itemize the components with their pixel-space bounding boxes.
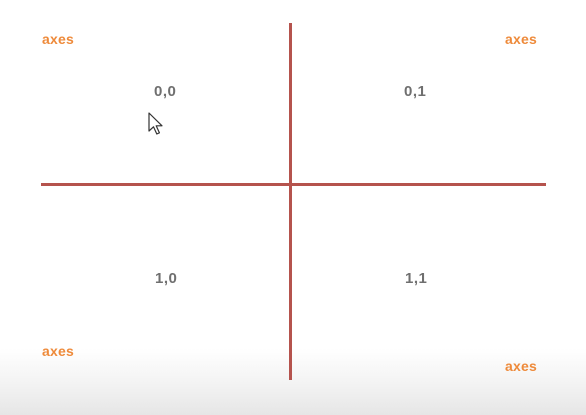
cell-label-0-0: 0,0 <box>154 83 177 100</box>
horizontal-divider <box>41 183 546 186</box>
corner-label-bottom-left: axes <box>42 343 74 359</box>
cell-label-1-0: 1,0 <box>155 270 178 287</box>
corner-label-top-left: axes <box>42 31 74 47</box>
cell-label-0-1: 0,1 <box>404 83 427 100</box>
corner-label-bottom-right: axes <box>505 358 537 374</box>
cell-label-1-1: 1,1 <box>405 270 428 287</box>
corner-label-top-right: axes <box>505 31 537 47</box>
vertical-divider <box>289 23 292 380</box>
mouse-pointer-icon <box>148 112 163 135</box>
